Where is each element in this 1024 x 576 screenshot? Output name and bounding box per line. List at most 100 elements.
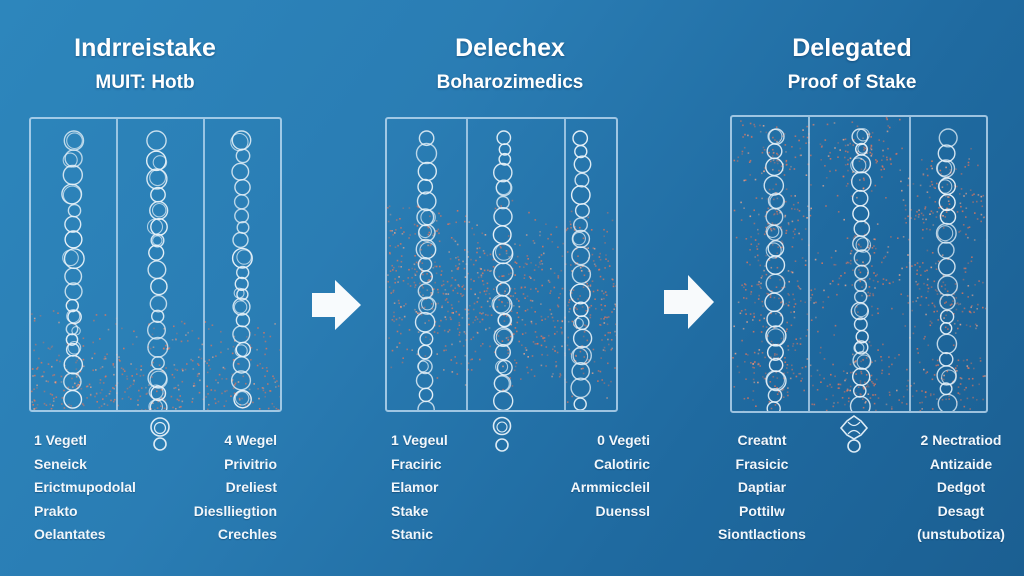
node-ring <box>574 144 588 159</box>
panel-title: Indrreistake <box>74 34 216 62</box>
label-item: Elamor <box>391 479 439 495</box>
node-ring <box>854 340 869 355</box>
panel-title: Delechex <box>455 34 565 62</box>
node-ring <box>498 152 512 166</box>
node-ring <box>417 344 433 360</box>
node-ring <box>496 359 513 376</box>
label-item: Dedgot <box>936 479 986 495</box>
node-ring <box>765 273 786 294</box>
node-ring <box>231 162 250 181</box>
label-item: 0 Vegeti <box>597 432 650 448</box>
node-ring <box>855 329 869 344</box>
node-ring <box>63 389 83 409</box>
node-ring <box>496 130 512 146</box>
node-ring <box>571 246 591 266</box>
node-ring <box>937 144 956 163</box>
panel-title: Delegated <box>792 34 912 62</box>
arrow-right-icon <box>664 275 714 329</box>
node-ring <box>152 155 168 170</box>
node-ring <box>233 389 252 409</box>
node-ring <box>572 217 588 233</box>
node-ring <box>231 247 253 269</box>
node-chain <box>491 130 514 410</box>
node-ring <box>417 360 429 373</box>
node-ring <box>64 267 83 286</box>
arrow-right-icon <box>312 280 361 330</box>
node-chain <box>569 130 593 410</box>
node-ring <box>234 391 250 406</box>
node-ring <box>572 130 589 147</box>
node-ring <box>150 233 165 248</box>
node-ring <box>855 237 872 253</box>
node-ring <box>936 365 957 386</box>
label-item: Antizaide <box>929 455 993 472</box>
node-ring <box>766 401 781 411</box>
node-ring <box>418 224 432 239</box>
node-ring <box>494 344 512 361</box>
right-label-list: 0 Vegeti Calotiric Armmiccleil Duenssl <box>571 429 650 523</box>
node-ring <box>938 128 958 148</box>
column-divider <box>116 119 118 410</box>
node-chain <box>230 130 253 409</box>
label-item: Privitrio <box>224 455 277 472</box>
label-item: Desagt <box>937 502 985 519</box>
node-ring <box>233 194 250 210</box>
node-ring <box>495 179 512 196</box>
node-ring <box>149 370 168 389</box>
node-ring <box>495 328 513 346</box>
node-ring <box>416 208 435 227</box>
node-ring <box>938 193 956 212</box>
node-ring <box>235 265 250 280</box>
label-item: 4 Wegel <box>224 432 277 448</box>
node-ring <box>236 220 250 234</box>
node-ring <box>856 354 872 370</box>
label-item: (unstubotiza) <box>917 526 1005 542</box>
column-divider <box>203 119 205 410</box>
column-divider <box>466 119 468 410</box>
node-ring <box>854 303 869 318</box>
node-ring <box>148 399 164 410</box>
node-ring <box>573 317 584 329</box>
node-column-graphic <box>732 117 986 411</box>
node-ring <box>765 224 780 238</box>
left-label-list: 1 Vegetl Seneick Erictmupodolal Prakto O… <box>34 429 136 547</box>
node-ring <box>148 244 165 261</box>
node-ring <box>230 132 249 152</box>
node-chain-icon <box>492 416 512 452</box>
node-ring <box>493 206 513 227</box>
node-ring <box>230 370 252 391</box>
node-ring <box>150 309 165 324</box>
left-label-list: 1 Vegeul Fraciric Elamor Stake Stanic <box>391 429 448 547</box>
column-divider <box>808 117 810 411</box>
node-ring <box>417 256 433 272</box>
node-ring <box>849 395 871 411</box>
label-item: Dreliest <box>225 479 277 495</box>
node-ring <box>146 130 167 151</box>
node-ring <box>939 208 957 225</box>
node-ring <box>65 333 79 346</box>
label-item: 2 Nectratiod <box>920 432 1002 448</box>
node-ring <box>495 360 509 374</box>
node-ring <box>418 130 435 147</box>
node-ring <box>767 128 783 144</box>
node-chain <box>414 130 438 410</box>
node-ring <box>573 397 587 410</box>
node-ring <box>851 189 869 207</box>
node-ring <box>936 159 956 178</box>
node-ring <box>765 207 784 226</box>
node-ring <box>65 298 79 313</box>
node-ring <box>150 277 168 296</box>
node-ring <box>765 157 784 177</box>
node-ring <box>414 311 436 333</box>
node-ring <box>147 336 169 358</box>
node-ring <box>939 321 953 335</box>
label-item: Duenssl <box>595 502 650 519</box>
node-ring <box>147 260 167 280</box>
node-ring <box>232 297 251 316</box>
node-ring <box>235 148 251 164</box>
node-ring <box>493 375 510 392</box>
heat-speckle-cloud <box>732 117 986 411</box>
node-ring <box>149 294 168 313</box>
label-item: Dieslliegtion <box>193 502 277 519</box>
node-ring <box>763 175 785 196</box>
